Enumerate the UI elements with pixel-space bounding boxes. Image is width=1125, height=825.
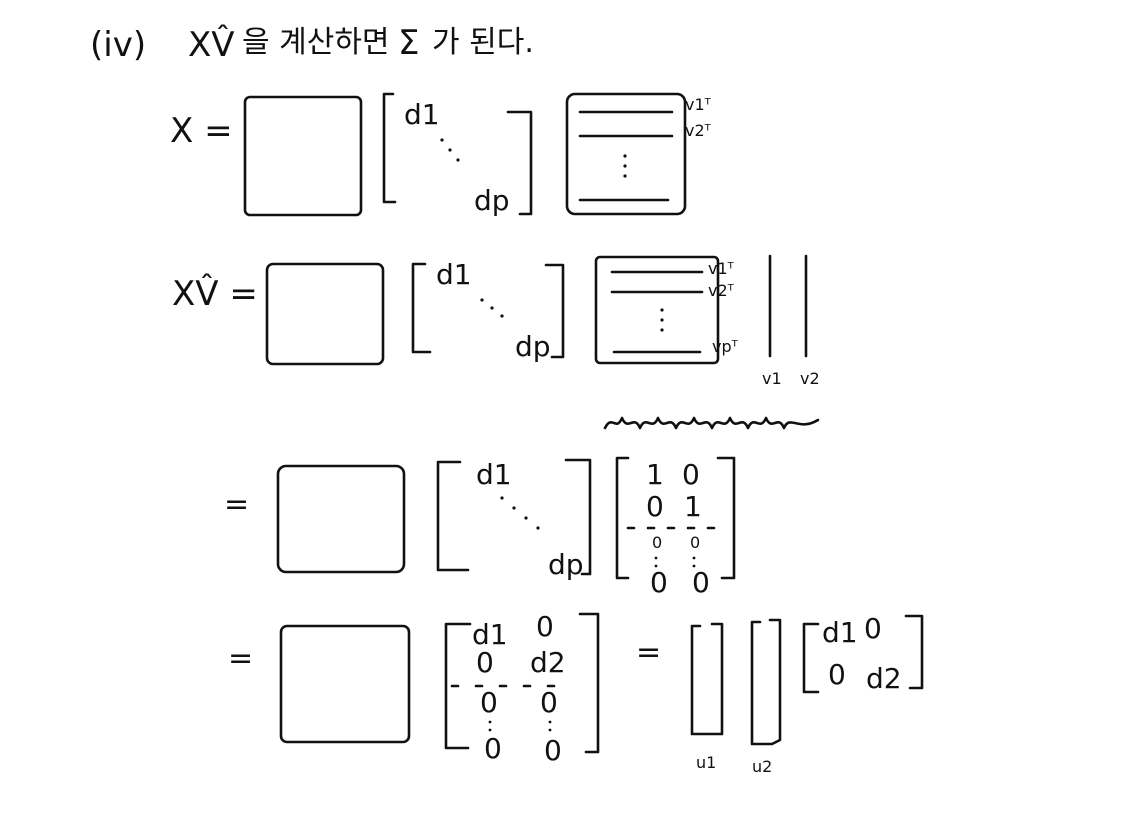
line2-diag-dots — [480, 298, 504, 318]
line3-i-right-bracket — [716, 456, 736, 580]
title-suffix: 가 된다. — [432, 25, 534, 60]
line4-u1-label: u1 — [696, 753, 716, 772]
line4-eq2: = — [636, 635, 661, 670]
line4-s-r1c2: 0 — [864, 612, 882, 645]
line4-m-r3c1: 0 — [480, 686, 498, 719]
title-expression: XV̂ — [188, 24, 235, 65]
line3-i-r1c1: 1 — [646, 458, 664, 491]
title-sigma: Σ — [398, 23, 419, 63]
line1-vt-box — [565, 92, 687, 216]
line3-u-box — [276, 464, 406, 574]
line2-v2t: v2ᵀ — [708, 281, 735, 300]
line2-d-bottom: dp — [515, 330, 551, 363]
line3-i-col-dots — [654, 556, 696, 568]
line2-lhs: XV̂ = — [172, 273, 258, 314]
line2-row-dots — [660, 308, 664, 332]
line4-s-r2c2: d2 — [866, 662, 902, 695]
line1-d-right-bracket — [506, 110, 533, 216]
line4-u-box — [279, 624, 411, 744]
line4-m-r1c1: d1 — [472, 618, 508, 651]
line4-s-right-bracket — [904, 614, 924, 690]
line2-col-label-v1: v1 — [762, 369, 782, 388]
line2-col-label-v2: v2 — [800, 369, 820, 388]
line2-d-top: d1 — [436, 258, 472, 291]
line4-u2-label: u2 — [752, 757, 772, 776]
line2-v1t: v1ᵀ — [708, 259, 735, 278]
title-korean: 을 계산하면 — [242, 25, 390, 60]
line4-m-right-bracket — [578, 612, 600, 754]
line3-i-left-bracket — [615, 456, 630, 580]
line3-i-r2c2: 1 — [684, 490, 702, 523]
line4-s-r2c1: 0 — [828, 658, 846, 691]
line1-row-dots — [623, 154, 627, 178]
item-number: (iv) — [90, 25, 146, 65]
line3-i-r3c1: 0 — [652, 533, 662, 552]
line4-m-col-dots — [488, 720, 552, 732]
line4-m-r2c1: 0 — [476, 646, 494, 679]
line1-v2t: v2ᵀ — [685, 121, 712, 140]
line4-u2-column — [750, 618, 782, 746]
line4-m-r2c2: d2 — [530, 646, 566, 679]
line1-d-top: d1 — [404, 98, 440, 131]
line3-i-r4c1: 0 — [650, 566, 668, 599]
line2-d-right-bracket — [544, 263, 565, 359]
line2-vpt: vpᵀ — [712, 337, 739, 356]
line4-m-r4c2: 0 — [544, 734, 562, 767]
line4-eq: = — [228, 641, 253, 676]
line3-d-top: d1 — [476, 458, 512, 491]
line4-m-r4c1: 0 — [484, 732, 502, 765]
squiggle-underline — [603, 416, 820, 430]
line4-m-r1c2: 0 — [536, 610, 554, 643]
line2-vt-box — [594, 255, 720, 365]
line1-diag-dots — [440, 138, 460, 162]
line4-m-left-bracket — [444, 622, 472, 750]
line2-d-left-bracket — [411, 262, 432, 354]
line3-d-right-bracket — [564, 458, 592, 576]
line3-d-left-bracket — [436, 460, 470, 572]
line1-d-bottom: dp — [474, 184, 510, 217]
line1-lhs: X = — [170, 111, 233, 151]
line3-diag-dots — [500, 496, 540, 530]
line4-m-r3c2: 0 — [540, 686, 558, 719]
line3-i-r1c2: 0 — [682, 458, 700, 491]
line3-i-r4c2: 0 — [692, 566, 710, 599]
line1-u-box — [243, 95, 363, 217]
line3-i-r2c1: 0 — [646, 490, 664, 523]
line1-d-left-bracket — [382, 92, 397, 204]
line4-s-left-bracket — [802, 622, 820, 694]
line1-v1t: v1ᵀ — [685, 95, 712, 114]
line3-d-bottom: dp — [548, 548, 584, 581]
line3-eq: = — [224, 487, 249, 522]
line2-u-box — [265, 262, 385, 366]
line4-s-r1c1: d1 — [822, 616, 858, 649]
line3-i-r3c2: 0 — [690, 533, 700, 552]
line4-u1-column — [690, 622, 724, 736]
